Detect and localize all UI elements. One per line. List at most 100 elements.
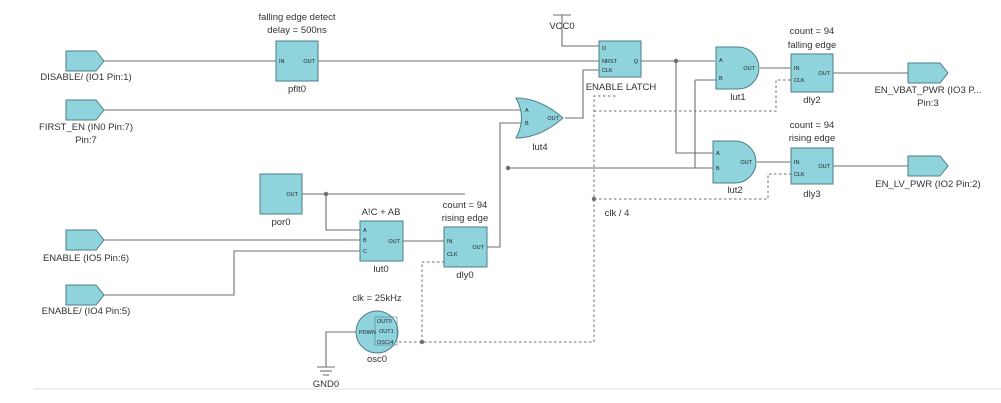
block-dly2[interactable]: count = 94 falling edge IN CLK OUT dly2: [788, 26, 837, 106]
and-gate-icon: [712, 140, 757, 184]
port-en-vbat-label: EN_VBAT_PWR (IO3 P...: [875, 85, 982, 96]
dly0-pin-in: IN: [447, 239, 453, 245]
vcc-symbol[interactable]: VCC0: [549, 14, 575, 32]
dly0-note1: count = 94: [443, 200, 488, 211]
dly3-note2: rising edge: [789, 133, 835, 144]
latch-pin-nrst: NRST: [602, 59, 618, 65]
block-por0[interactable]: OUT por0: [259, 173, 303, 228]
port-en-lv-label: EN_LV_PWR (IO2 Pin:2): [875, 179, 980, 190]
port-arrow-icon: [907, 62, 949, 84]
lut0-body: [359, 220, 404, 262]
or-gate-icon: [515, 97, 564, 139]
port-enable[interactable]: ENABLE (IO5 Pin:6): [43, 229, 129, 264]
latch-name: ENABLE LATCH: [586, 82, 657, 93]
gnd-label: GND0: [313, 379, 339, 390]
port-en-vbat[interactable]: EN_VBAT_PWR (IO3 P... Pin:3: [875, 62, 982, 109]
port-first-en-pin: Pin:7: [75, 135, 97, 146]
block-lut1[interactable]: A B OUT lut1: [715, 46, 760, 103]
dly0-note2: rising edge: [442, 213, 488, 224]
lut1-pin-a: A: [719, 58, 723, 64]
latch-pin-d: D: [602, 46, 606, 52]
port-arrow-icon: [65, 50, 105, 72]
block-lut2[interactable]: A B OUT lut2: [712, 140, 757, 196]
osc0-note1: clk = 25kHz: [352, 293, 402, 304]
block-dly3[interactable]: count = 94 rising edge IN CLK OUT dly3: [789, 120, 835, 200]
osc0-pin-out0: OUT0: [377, 319, 392, 325]
wire-vcc-latch: [561, 15, 599, 47]
wire-gnd: [325, 331, 356, 367]
port-first-en-label: FIRST_EN (IN0 Pin:7): [39, 122, 133, 133]
port-arrow-icon: [65, 229, 105, 251]
pflt0-body: [275, 40, 319, 82]
dly2-body: [790, 53, 834, 93]
wire-lut4-latch-clk: [565, 69, 599, 119]
osc0-pin-pdwn: PDWN: [359, 330, 376, 336]
clk-line-dly0: [421, 261, 444, 342]
dly2-note2: falling edge: [788, 40, 837, 51]
junction-por0: [323, 191, 329, 197]
block-lut4[interactable]: A B OUT lut4: [515, 97, 564, 153]
osc0-outline: [374, 316, 398, 346]
pflt0-pin-in: IN: [279, 59, 285, 65]
lut2-name: lut2: [727, 185, 742, 196]
and-gate-icon: [715, 46, 760, 90]
block-osc0[interactable]: clk = 25kHz PDWN OUT0 OUT1 OSC/4 osc0: [352, 293, 402, 365]
block-dly0[interactable]: count = 94 rising edge IN CLK OUT dly0: [442, 200, 488, 281]
port-first-en[interactable]: FIRST_EN (IN0 Pin:7) Pin:7: [39, 99, 133, 146]
dly2-pin-out: OUT: [818, 71, 830, 77]
dly2-pin-clk: CLK: [794, 78, 805, 84]
dly3-pin-out: OUT: [818, 164, 830, 170]
block-pflt0[interactable]: falling edge detect delay = 500ns IN OUT…: [258, 12, 335, 95]
junction-clk-osc: [419, 339, 425, 345]
lut1-pin-out: OUT: [743, 66, 755, 72]
block-lut0[interactable]: A!C + AB A B C OUT lut0: [359, 207, 404, 275]
block-enable-latch[interactable]: D NRST CLK Q ENABLE LATCH: [586, 40, 657, 93]
pflt0-name: pflt0: [288, 84, 306, 95]
lut4-name: lut4: [532, 142, 547, 153]
junctions: [323, 58, 679, 345]
latch-pin-clk: CLK: [602, 68, 613, 74]
wire-dly0-up: [487, 122, 524, 248]
pflt0-note2: delay = 500ns: [267, 25, 327, 36]
port-disable[interactable]: DISABLE/ (IO1 Pin:1): [40, 50, 132, 83]
lut4-pin-out: OUT: [547, 116, 559, 122]
vcc-label: VCC0: [549, 21, 574, 32]
wire-q-lut2: [675, 61, 713, 154]
osc0-pin-osc: OSC/4: [377, 340, 394, 346]
lut2-pin-a: A: [716, 151, 720, 157]
wires: [104, 15, 908, 367]
junction-q: [673, 58, 679, 64]
wire-enable-n: [104, 250, 360, 296]
lut4-pin-a: A: [525, 108, 529, 114]
dly2-pin-in: IN: [794, 66, 800, 72]
por0-pin-out: OUT: [286, 192, 298, 198]
dly0-body: [443, 226, 488, 268]
port-enable-n[interactable]: ENABLE/ (IO4 Pin:5): [42, 284, 131, 317]
dly3-body: [790, 147, 834, 185]
dly0-pin-out: OUT: [472, 245, 484, 251]
pflt0-pin-out: OUT: [303, 59, 315, 65]
gnd-symbol[interactable]: GND0: [313, 366, 339, 390]
lut2-pin-out: OUT: [740, 160, 752, 166]
pflt0-note1: falling edge detect: [258, 12, 335, 23]
junction-dly0-out: [505, 165, 511, 171]
por0-body: [259, 173, 303, 215]
ground-icon: [317, 366, 335, 376]
port-en-lv[interactable]: EN_LV_PWR (IO2 Pin:2): [875, 155, 981, 190]
port-enable-n-label: ENABLE/ (IO4 Pin:5): [42, 306, 131, 317]
clk-line-dly2: [594, 79, 791, 112]
dly2-note1: count = 94: [790, 26, 835, 37]
lut0-pin-b: B: [363, 238, 367, 244]
dly3-name: dly3: [803, 189, 820, 200]
dly3-pin-in: IN: [794, 160, 800, 166]
clk-div-annotation: clk / 4: [605, 208, 630, 219]
dly0-name: dly0: [456, 270, 473, 281]
lut0-name: lut0: [373, 264, 388, 275]
dly3-note1: count = 94: [790, 120, 835, 131]
osc0-pin-out1: OUT1: [379, 329, 394, 335]
clk-line-dly3: [594, 173, 791, 200]
clk-line-main: [399, 95, 616, 343]
lut0-pin-c: C: [363, 249, 367, 255]
wire-por0-lut0a: [325, 194, 360, 231]
